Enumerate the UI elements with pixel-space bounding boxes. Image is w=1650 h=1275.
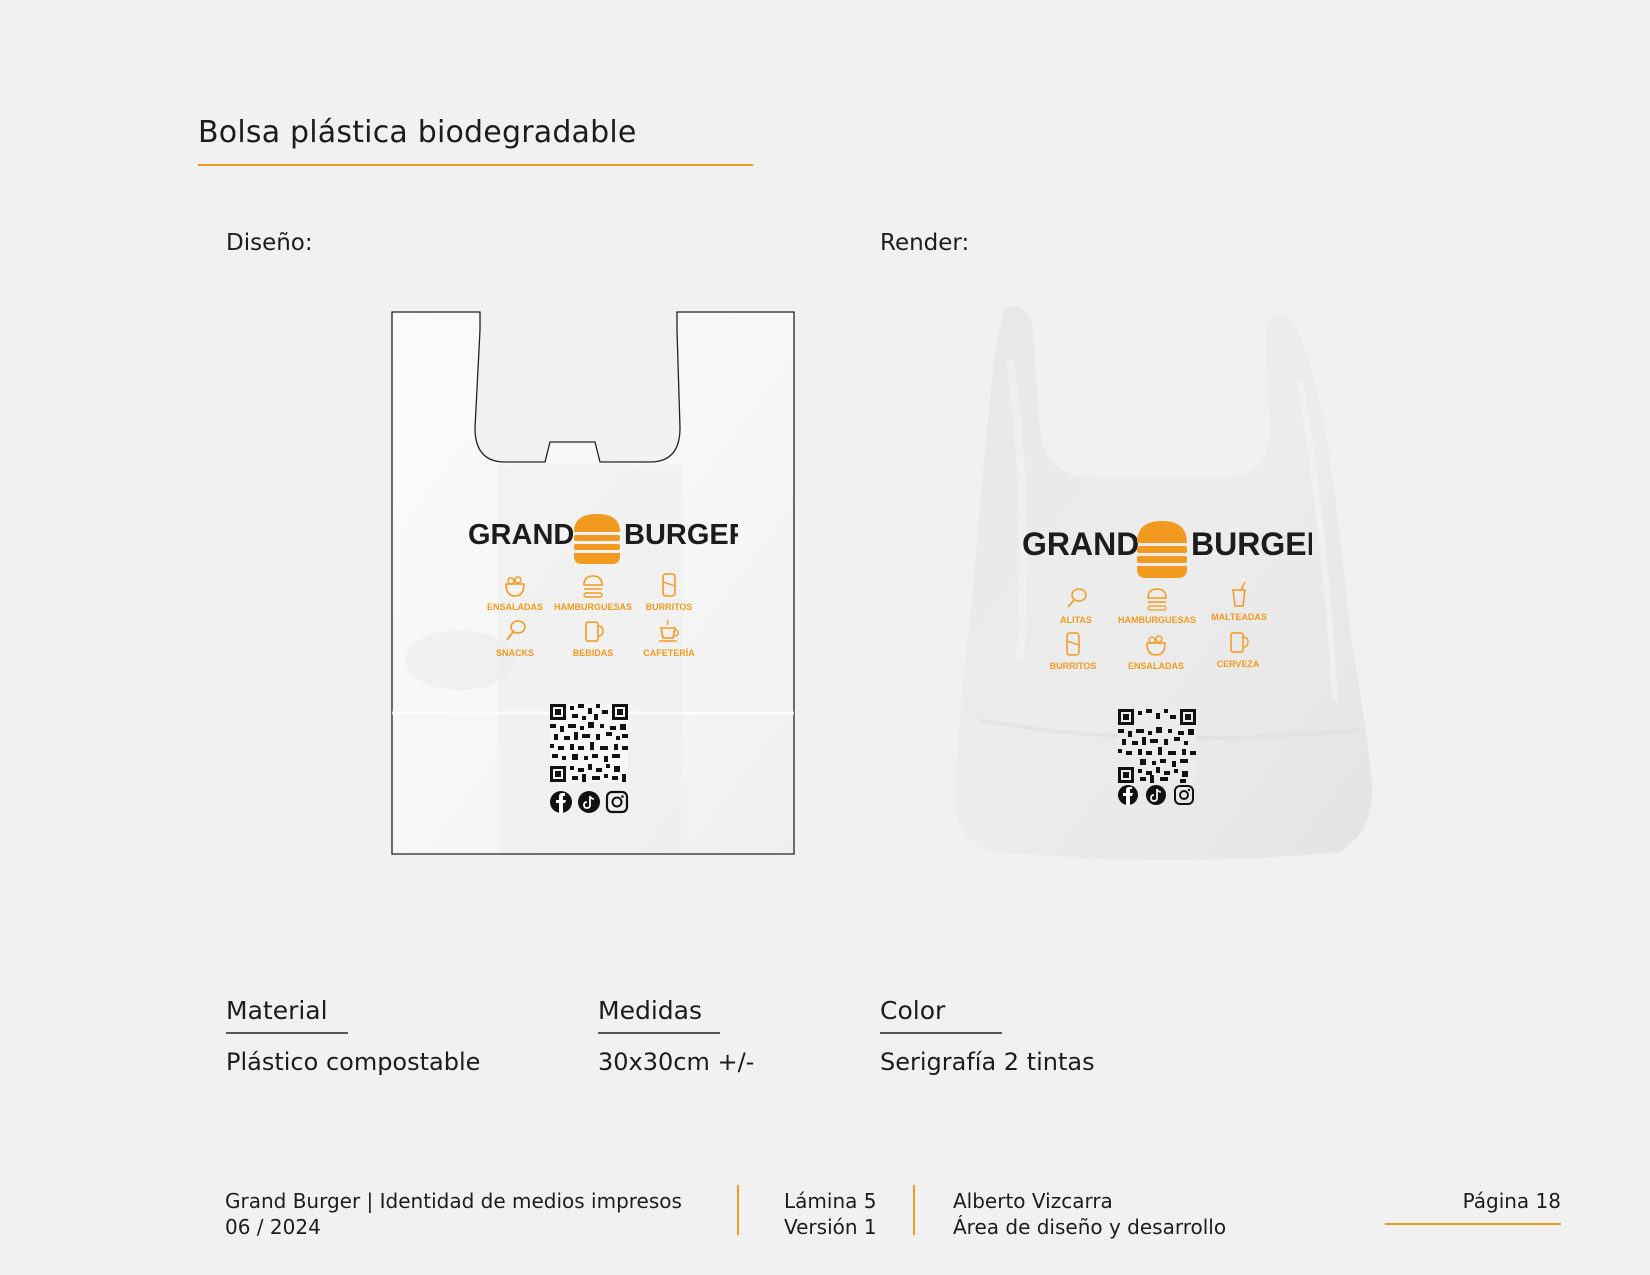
design-menu-item: ENSALADAS bbox=[487, 576, 543, 612]
footer-department: Área de diseño y desarrollo bbox=[953, 1215, 1227, 1239]
qr-code bbox=[550, 704, 628, 782]
design-menu-item: BEBIDAS bbox=[573, 621, 614, 658]
color-underline bbox=[880, 1032, 1002, 1034]
facebook-icon bbox=[1118, 785, 1138, 805]
design-menu-item: BURRITOS bbox=[646, 573, 693, 612]
render-print: GRAND BURGER ALITAS HAMBURGUESAS MALTEAD… bbox=[1022, 521, 1312, 805]
material-value: Plástico compostable bbox=[226, 1048, 481, 1076]
size-underline bbox=[598, 1032, 720, 1034]
material-underline bbox=[226, 1032, 348, 1034]
drumstick-icon bbox=[506, 620, 526, 641]
footer-author: Alberto Vizcarra bbox=[953, 1189, 1113, 1213]
svg-text:CAFETERÍA: CAFETERÍA bbox=[643, 648, 695, 658]
footer-project: Grand Burger | Identidad de medios impre… bbox=[225, 1189, 682, 1213]
footer-divider bbox=[913, 1185, 915, 1235]
footer-divider bbox=[737, 1185, 739, 1235]
salad-bowl-icon bbox=[505, 576, 525, 597]
svg-text:ENSALADAS: ENSALADAS bbox=[1128, 661, 1184, 671]
svg-text:SNACKS: SNACKS bbox=[496, 648, 534, 658]
brand-logo: GRAND BURGER bbox=[1022, 521, 1312, 578]
size-heading: Medidas bbox=[598, 996, 702, 1025]
page-number-underline bbox=[1385, 1223, 1561, 1225]
tiktok-icon bbox=[578, 791, 600, 813]
brand-logo: GRAND BURGER bbox=[468, 514, 738, 564]
bag-render-mockup bbox=[955, 305, 1373, 860]
footer-project-block: Grand Burger | Identidad de medios impre… bbox=[225, 1188, 682, 1240]
svg-text:BURRITOS: BURRITOS bbox=[1050, 661, 1097, 671]
svg-text:CERVEZA: CERVEZA bbox=[1217, 659, 1260, 669]
title-underline bbox=[198, 164, 753, 166]
render-label: Render: bbox=[880, 230, 970, 256]
burger-icon bbox=[1147, 588, 1167, 611]
footer-author-block: Alberto Vizcarra Área de diseño y desarr… bbox=[953, 1188, 1226, 1240]
footer-sheet: Lámina 5 bbox=[784, 1189, 877, 1213]
facebook-icon bbox=[550, 791, 572, 813]
size-value: 30x30cm +/- bbox=[598, 1048, 755, 1076]
logo-word-burger: BURGER bbox=[1191, 526, 1312, 562]
footer-sheet-block: Lámina 5 Versión 1 bbox=[784, 1188, 877, 1240]
color-heading: Color bbox=[880, 996, 946, 1025]
design-menu-item: CAFETERÍA bbox=[643, 619, 695, 658]
design-menu-item: HAMBURGUESAS bbox=[554, 575, 632, 612]
render-menu-item: CERVEZA bbox=[1217, 632, 1260, 669]
design-print: GRAND BURGER ENSALADAS HAMBURGUESAS BU bbox=[468, 514, 738, 814]
bag-design-mockup bbox=[391, 311, 795, 855]
render-menu-item: MALTEADAS bbox=[1211, 581, 1267, 622]
page-title: Bolsa plástica biodegradable bbox=[198, 115, 637, 150]
svg-text:ALITAS: ALITAS bbox=[1060, 615, 1092, 625]
color-value: Serigrafía 2 tintas bbox=[880, 1048, 1095, 1076]
logo-word-burger: BURGER bbox=[624, 519, 738, 551]
footer-date: 06 / 2024 bbox=[225, 1215, 321, 1239]
svg-text:HAMBURGUESAS: HAMBURGUESAS bbox=[554, 602, 632, 612]
qr-code bbox=[1118, 709, 1196, 783]
svg-text:BURRITOS: BURRITOS bbox=[646, 602, 693, 612]
material-heading: Material bbox=[226, 996, 328, 1025]
design-label: Diseño: bbox=[226, 230, 313, 256]
svg-text:MALTEADAS: MALTEADAS bbox=[1211, 612, 1267, 622]
burrito-icon bbox=[662, 573, 676, 597]
burrito-icon bbox=[1066, 632, 1080, 656]
beer-mug-icon bbox=[1230, 632, 1249, 653]
footer-version: Versión 1 bbox=[784, 1215, 877, 1239]
render-menu-item: ALITAS bbox=[1060, 588, 1092, 625]
instagram-icon bbox=[1174, 785, 1194, 805]
logo-word-grand: GRAND bbox=[468, 519, 574, 551]
drumstick-icon bbox=[1067, 588, 1087, 608]
beer-mug-icon bbox=[585, 621, 604, 642]
svg-text:BEBIDAS: BEBIDAS bbox=[573, 648, 614, 658]
burger-logo-icon bbox=[1137, 521, 1187, 578]
render-menu-item: BURRITOS bbox=[1050, 632, 1097, 671]
svg-text:HAMBURGUESAS: HAMBURGUESAS bbox=[1118, 615, 1196, 625]
page-number: Página 18 bbox=[1462, 1189, 1561, 1213]
design-menu-item: SNACKS bbox=[496, 620, 534, 658]
logo-word-grand: GRAND bbox=[1022, 526, 1139, 562]
render-menu-item: HAMBURGUESAS bbox=[1118, 588, 1196, 625]
milkshake-icon bbox=[1232, 581, 1246, 607]
tiktok-icon bbox=[1146, 785, 1166, 805]
salad-bowl-icon bbox=[1146, 635, 1166, 656]
burger-logo-icon bbox=[574, 514, 620, 564]
coffee-cup-icon bbox=[659, 619, 679, 642]
instagram-icon bbox=[605, 790, 629, 814]
burger-icon bbox=[583, 575, 603, 598]
render-menu-item: ENSALADAS bbox=[1128, 635, 1184, 671]
svg-text:ENSALADAS: ENSALADAS bbox=[487, 602, 543, 612]
